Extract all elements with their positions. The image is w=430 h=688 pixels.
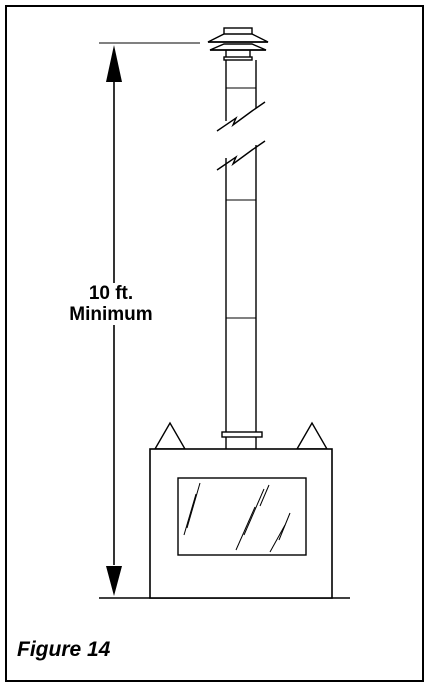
stove-right-ear-icon [295, 421, 329, 450]
dimension-arrow-up-icon [106, 45, 122, 82]
glass-reflection-icon [183, 482, 291, 553]
chimney-cap-icon [207, 27, 269, 61]
stove-left-ear-icon [153, 421, 187, 450]
figure-caption: Figure 14 [17, 638, 111, 661]
stove-glass-window [177, 477, 307, 556]
dimension-arrow-down-icon [106, 566, 122, 596]
figure-frame [5, 5, 424, 682]
dimension-label: 10 ft. Minimum [56, 283, 166, 325]
dimension-value: 10 ft. [88, 283, 134, 304]
pipe-collar [221, 431, 263, 438]
pipe-break-icon [216, 101, 266, 171]
chimney-pipe [225, 60, 257, 432]
dimension-qualifier: Minimum [69, 304, 153, 325]
